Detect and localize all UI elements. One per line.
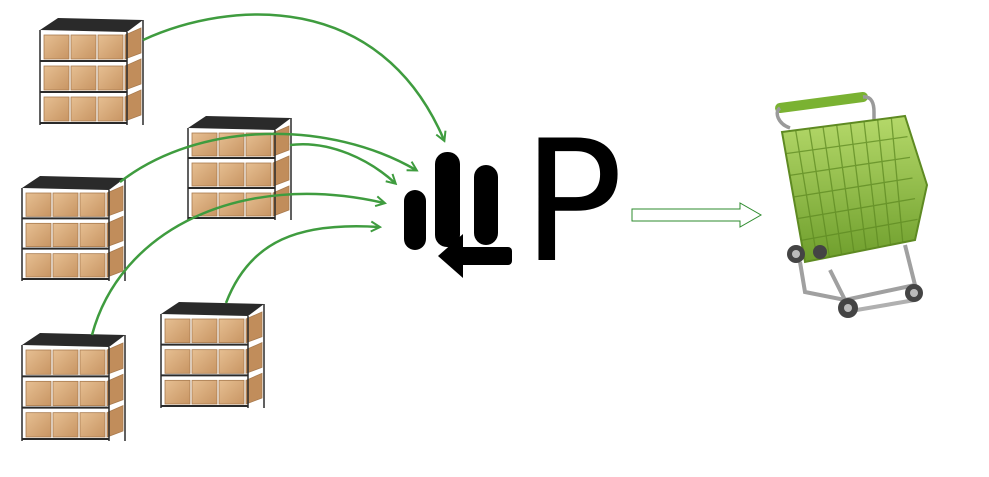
logo-letter: P <box>522 104 624 300</box>
connector-rack-2 <box>119 132 416 183</box>
connector-rack-5 <box>224 226 379 304</box>
shopping-cart-icon <box>775 92 929 318</box>
warehouse-pallet-rack-icon <box>21 176 126 281</box>
bar-chart-with-left-arrow-icon <box>404 152 512 278</box>
connector-rack-3 <box>289 142 395 183</box>
connector-rack-1 <box>142 13 444 140</box>
warehouse-pallet-rack-icon <box>39 18 144 125</box>
warehouse-pallet-rack-icon <box>21 333 126 441</box>
flow-arrow <box>631 202 763 228</box>
warehouse-pallet-rack-icon <box>187 116 292 220</box>
connector-rack-4 <box>90 192 384 336</box>
warehouse-pallet-rack-icon <box>160 302 265 408</box>
